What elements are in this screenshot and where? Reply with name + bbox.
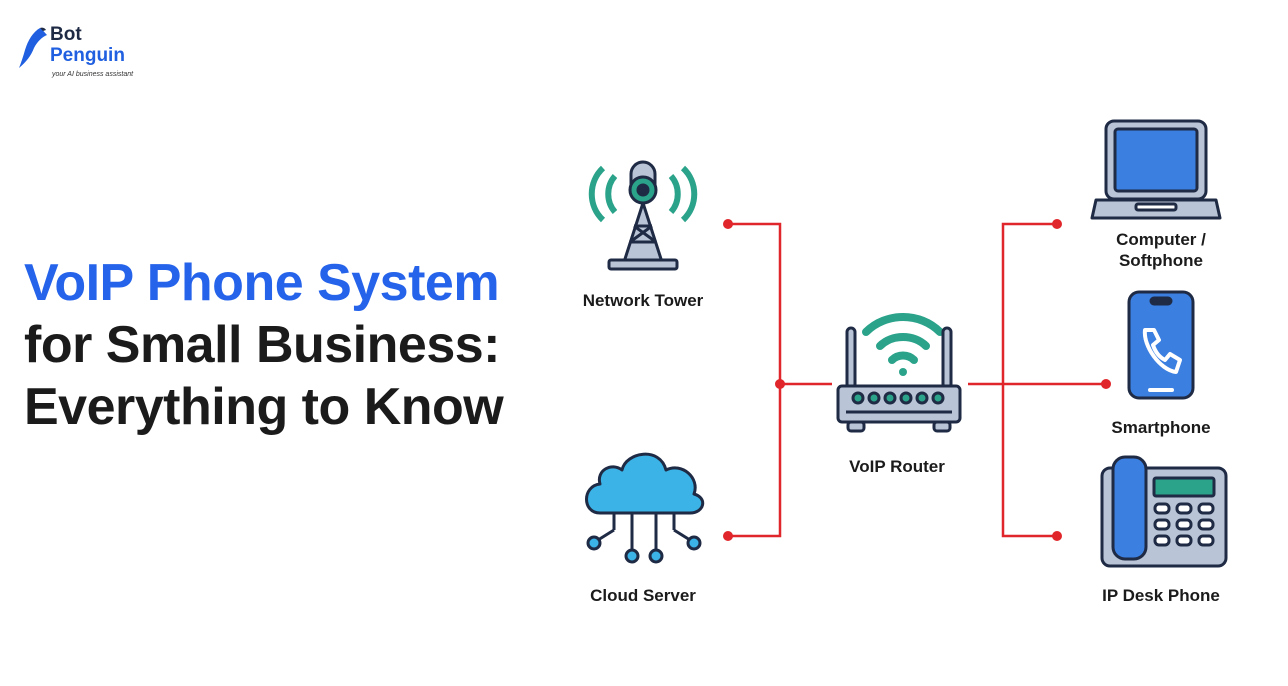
network-tower-icon: [588, 160, 698, 271]
brand-name: Bot Penguin: [50, 24, 125, 66]
cloud-server-icon: [585, 452, 705, 564]
label-voip-router: VoIP Router: [849, 457, 945, 476]
label-ip-desk-phone: IP Desk Phone: [1102, 586, 1220, 605]
desk-phone-icon: [1100, 455, 1228, 568]
label-computer-line2: Softphone: [1118, 251, 1204, 270]
connector-dots: [723, 219, 1111, 541]
brand-tagline: your AI business assistant: [52, 71, 134, 78]
penguin-logo-icon: [19, 27, 47, 68]
page-title: VoIP Phone System for Small Business: Ev…: [24, 252, 564, 438]
label-computer-softphone: Computer / Softphone: [1090, 229, 1232, 271]
label-network-tower: Network Tower: [582, 291, 704, 310]
smartphone-icon: [1127, 290, 1195, 400]
brand-name-line2: Penguin: [50, 45, 125, 66]
laptop-icon: [1090, 119, 1222, 220]
connector-lines: [728, 222, 1106, 538]
title-line3: Everything to Know: [24, 378, 504, 436]
brand-name-line1: Bot: [50, 24, 82, 45]
brand-logo: Bot Penguin your AI business assistant: [18, 24, 148, 84]
label-smartphone: Smartphone: [1111, 418, 1211, 437]
title-line1: VoIP Phone System: [24, 254, 500, 312]
router-icon: [836, 313, 962, 433]
label-cloud-server: Cloud Server: [590, 586, 696, 605]
title-line2: for Small Business:: [24, 316, 500, 374]
label-computer-line1: Computer /: [1116, 230, 1206, 249]
